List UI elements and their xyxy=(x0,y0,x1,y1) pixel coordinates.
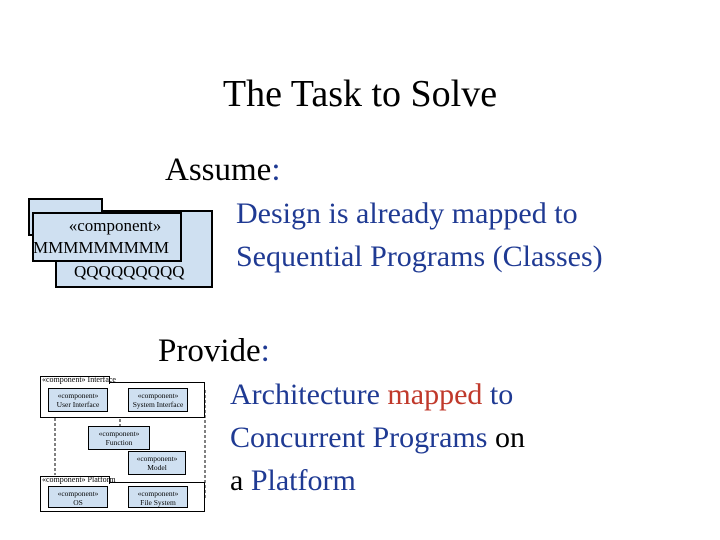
model-component: «component» Model xyxy=(128,451,186,475)
si-name: System Interface xyxy=(132,400,184,409)
os-name: OS xyxy=(73,498,83,507)
diagram-connectors xyxy=(54,390,206,500)
md-stereotype: «component» xyxy=(136,454,178,463)
si-stereotype: «component» xyxy=(137,391,179,400)
user-interface-component: «component» User Interface xyxy=(48,388,108,412)
interface-package-label: «component» Interface xyxy=(42,375,116,384)
fs-stereotype: «component» xyxy=(137,489,179,498)
platform-package-label: «component» Platform xyxy=(42,475,116,484)
component-stereotype: «component» xyxy=(68,216,162,235)
platform-word: Platform xyxy=(250,464,356,497)
assume-heading: Assume: xyxy=(165,152,281,189)
system-interface-component: «component» System Interface xyxy=(128,388,188,412)
slide-title: The Task to Solve xyxy=(222,73,498,115)
os-stereotype: «component» xyxy=(57,489,99,498)
assume-colon: : xyxy=(271,152,281,188)
md-name: Model xyxy=(147,463,167,472)
component-front-box xyxy=(32,212,182,262)
provide-line-3: a Platform xyxy=(230,464,356,498)
provide-a-word: a xyxy=(230,464,251,497)
os-component: «component» OS xyxy=(48,486,108,508)
ui-name: User Interface xyxy=(56,400,100,409)
concurrent-programs-word: Concurrent Programs xyxy=(230,421,488,454)
component-name-bottom: QQQQQQQQQ xyxy=(74,262,185,281)
component-name-top: MMMMMMMMM xyxy=(33,238,170,257)
provide-colon: : xyxy=(260,333,270,369)
fs-name: File System xyxy=(140,498,176,507)
provide-word: Provide xyxy=(158,333,261,369)
assume-word: Assume xyxy=(165,152,272,188)
file-system-component: «component» File System xyxy=(128,486,188,508)
assume-line-2: Sequential Programs (Classes) xyxy=(236,240,603,273)
provide-heading: Provide: xyxy=(158,333,270,370)
provide-line-2: Concurrent Programs on xyxy=(230,421,525,455)
mapped-word: mapped xyxy=(387,378,483,411)
platform-package-tab xyxy=(40,476,110,484)
architecture-word: Architecture xyxy=(230,378,380,411)
assume-line-1-rest: is already mapped to xyxy=(321,197,578,230)
design-word: Design xyxy=(236,197,321,230)
provide-line-1: Architecture mapped to xyxy=(230,378,513,412)
ft-stereotype: «component» xyxy=(98,429,140,438)
provide-to-word: to xyxy=(482,378,514,411)
ft-name: Function xyxy=(105,438,133,447)
provide-on-word: on xyxy=(487,421,525,454)
interface-package-tab xyxy=(40,376,110,384)
function-component: «component» Function xyxy=(88,426,150,450)
ui-stereotype: «component» xyxy=(57,391,99,400)
assume-line-1: Design is already mapped to xyxy=(236,197,578,231)
